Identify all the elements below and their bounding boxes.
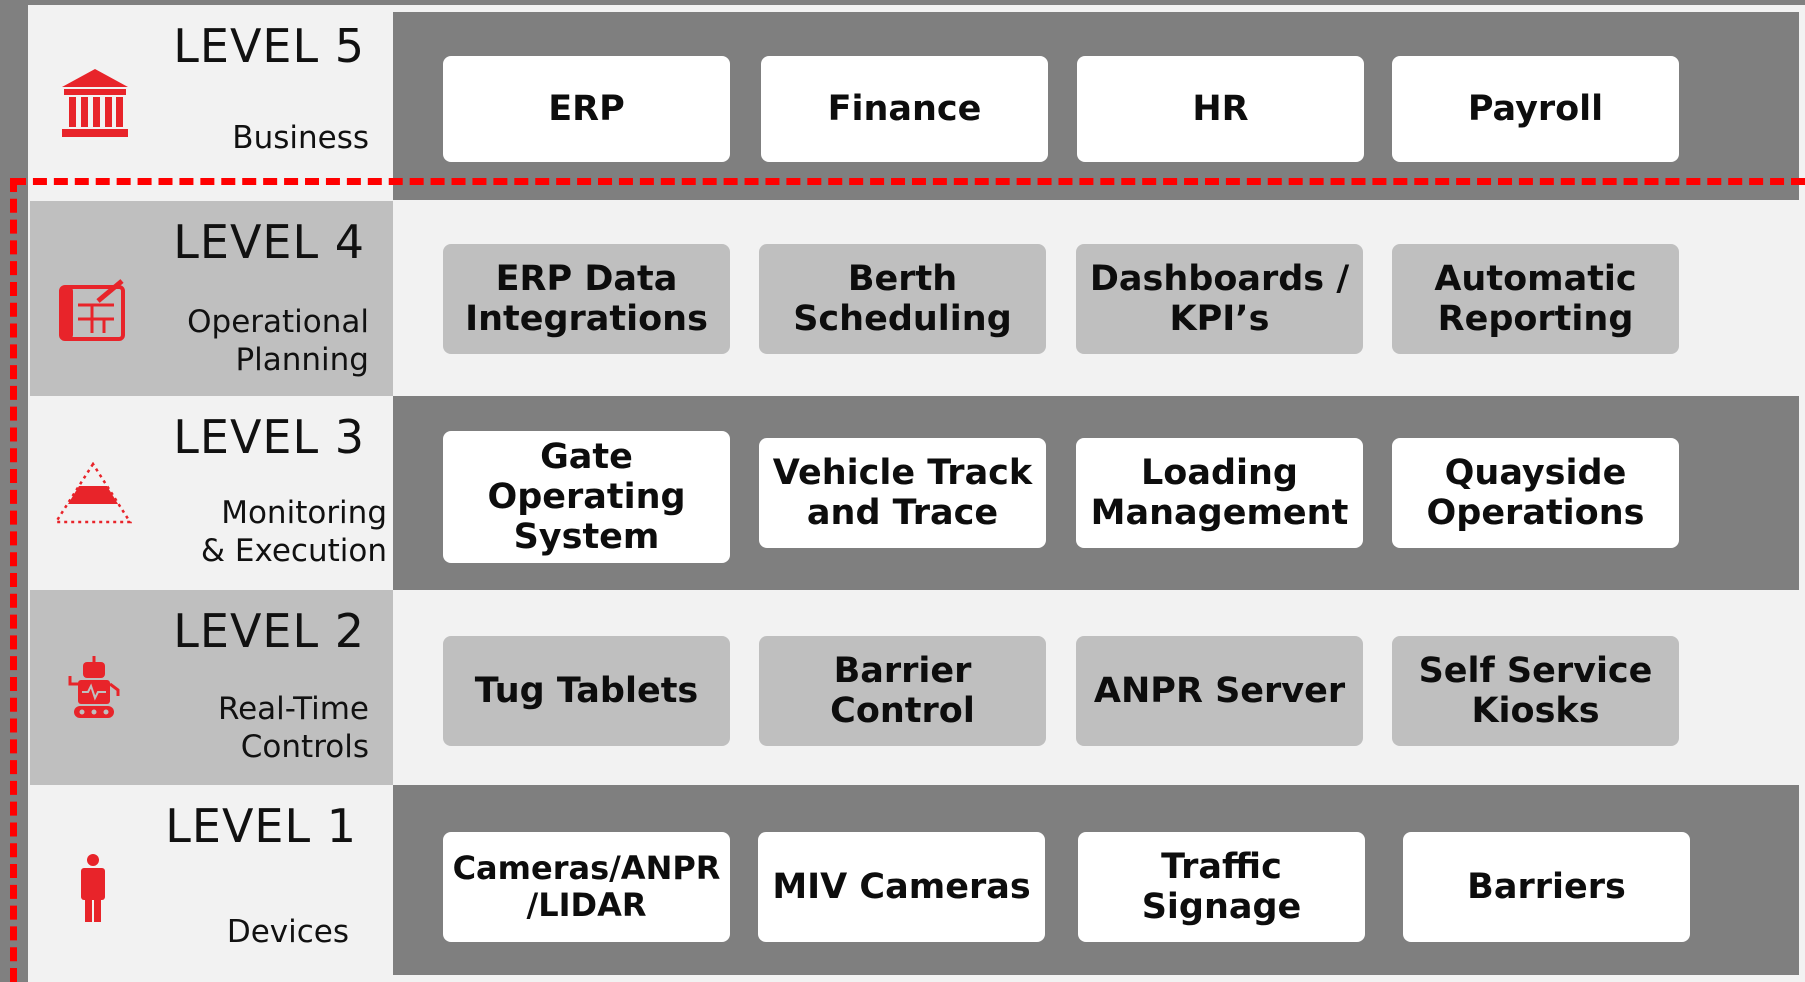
- level-3-title: LEVEL 3: [173, 410, 365, 464]
- level-2-band: Tug Tablets Barrier Control ANPR Server …: [393, 590, 1799, 785]
- level-1-item-barriers: Barriers: [1403, 832, 1690, 942]
- scope-boundary-top: [12, 178, 1805, 185]
- level-1-label-panel: LEVEL 1 Devices: [30, 785, 393, 982]
- level-2-subtitle: Real-Time Controls: [217, 691, 369, 765]
- level-3-label-panel: LEVEL 3 Monitoring & Execution: [30, 396, 393, 590]
- level-1-band: Cameras/ANPR /LIDAR MIV Cameras Traffic …: [393, 785, 1799, 975]
- level-3-item-quayside-operations: Quayside Operations: [1392, 438, 1679, 548]
- level-5-item-hr: HR: [1077, 56, 1364, 162]
- level-5-item-erp: ERP: [443, 56, 730, 162]
- level-2-item-self-service-kiosks: Self Service Kiosks: [1392, 636, 1679, 746]
- level-5-label-panel: LEVEL 5 Business: [30, 5, 393, 181]
- level-1-item-traffic-signage: Traffic Signage: [1078, 832, 1365, 942]
- level-4-subtitle: Operational Planning: [187, 304, 369, 378]
- level-4-band: ERP Data Integrations Berth Scheduling D…: [393, 201, 1799, 396]
- level-1-subtitle: Devices: [226, 914, 349, 950]
- level-4-title: LEVEL 4: [173, 215, 365, 269]
- level-5-item-payroll: Payroll: [1392, 56, 1679, 162]
- person-icon: [81, 854, 105, 922]
- level-1-item-miv-cameras: MIV Cameras: [758, 832, 1045, 942]
- level-5-band: ERP Finance HR Payroll: [393, 12, 1799, 200]
- level-2-item-tug-tablets: Tug Tablets: [443, 636, 730, 746]
- pyramid-icon: [54, 462, 132, 524]
- level-4-item-erp-data-integrations: ERP Data Integrations: [443, 244, 730, 354]
- scope-boundary-left: [10, 178, 17, 982]
- level-4-item-dashboards-kpis: Dashboards / KPI’s: [1076, 244, 1363, 354]
- level-5-title: LEVEL 5: [173, 19, 365, 73]
- robot-icon: [68, 656, 120, 718]
- level-2-item-barrier-control: Barrier Control: [759, 636, 1046, 746]
- level-3-item-vehicle-track-and-trace: Vehicle Track and Trace: [759, 438, 1046, 548]
- level-2-label-panel: LEVEL 2 Real-Time Controls: [30, 590, 393, 785]
- level-4-label-panel: LEVEL 4 Operational Planning: [30, 201, 393, 396]
- level-3-item-loading-management: Loading Management: [1076, 438, 1363, 548]
- level-1-title: LEVEL 1: [165, 799, 357, 853]
- level-5-item-finance: Finance: [761, 56, 1048, 162]
- level-3-band: Gate Operating System Vehicle Track and …: [393, 396, 1799, 590]
- level-3-subtitle: Monitoring & Execution: [200, 495, 387, 569]
- level-1-item-cameras-anpr-lidar: Cameras/ANPR /LIDAR: [443, 832, 730, 942]
- level-2-title: LEVEL 2: [173, 604, 365, 658]
- blueprint-icon: [59, 279, 125, 341]
- level-2-item-anpr-server: ANPR Server: [1076, 636, 1363, 746]
- level-5-subtitle: Business: [232, 120, 369, 156]
- level-4-item-automatic-reporting: Automatic Reporting: [1392, 244, 1679, 354]
- level-3-item-gate-operating-system: Gate Operating System: [443, 431, 730, 563]
- level-4-item-berth-scheduling: Berth Scheduling: [759, 244, 1046, 354]
- bank-icon: [62, 69, 128, 137]
